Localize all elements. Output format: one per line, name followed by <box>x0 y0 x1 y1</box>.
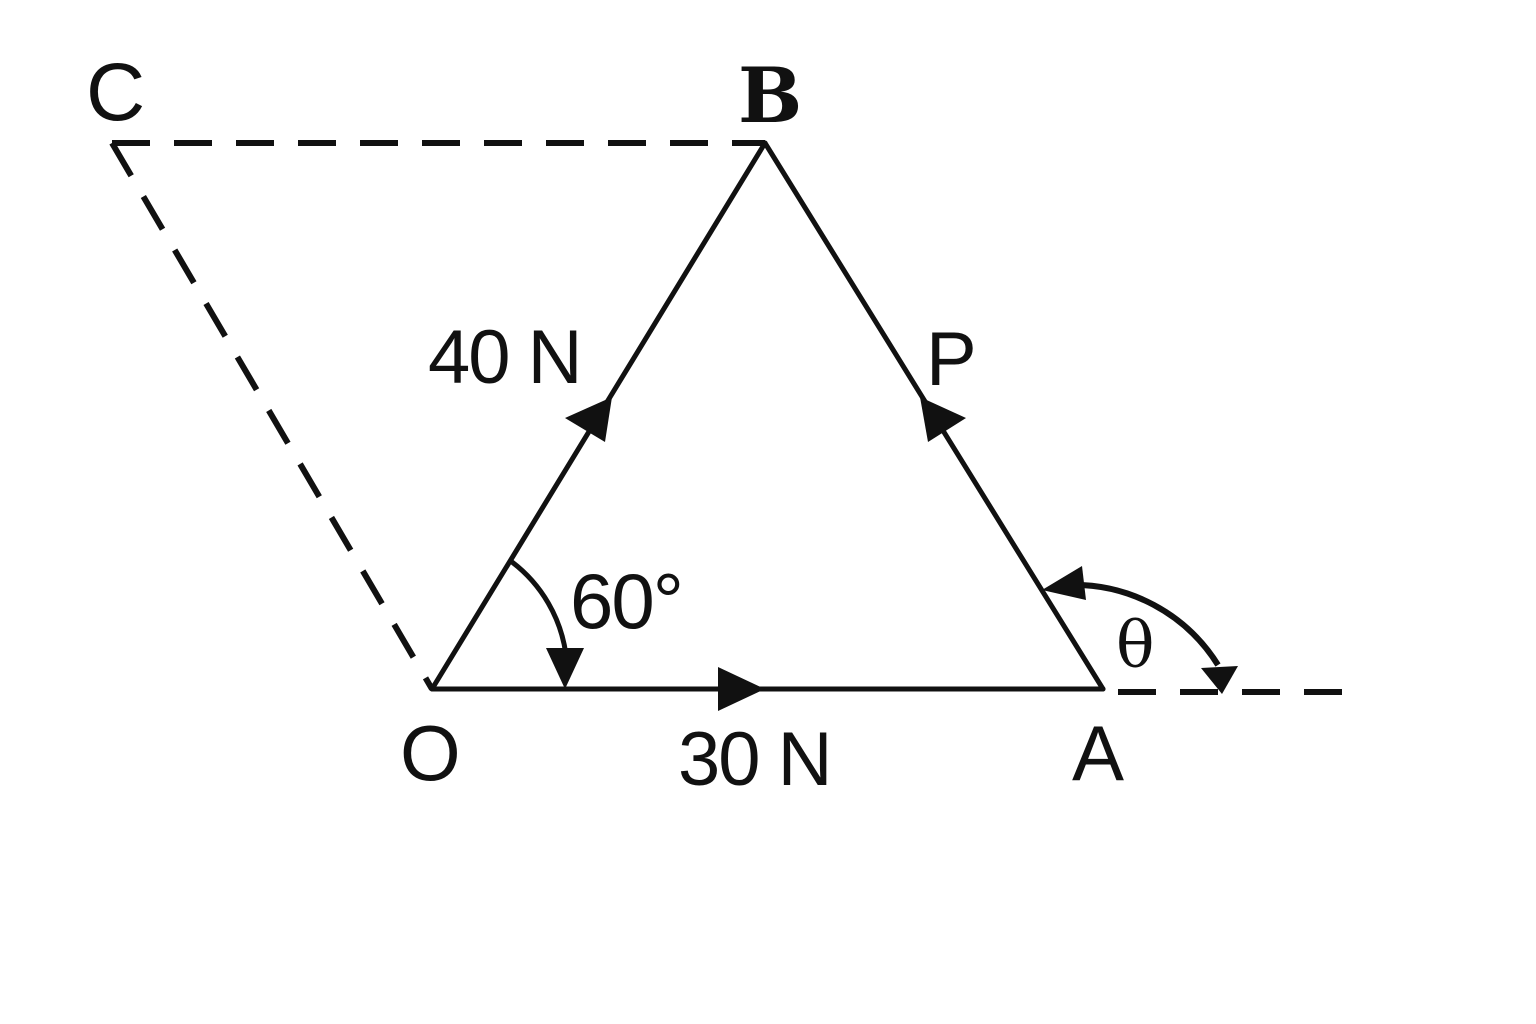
vectors <box>429 140 1106 692</box>
point-label-B: B <box>738 51 803 140</box>
point-label-A: A <box>1072 709 1125 797</box>
angle-label-theta: θ <box>1116 609 1155 683</box>
vector-label-OA: 30 N <box>678 717 833 802</box>
point-label-C: C <box>86 47 146 138</box>
point-label-O: O <box>400 709 461 797</box>
angle-theta-arrowhead-end-icon <box>1201 666 1238 694</box>
vector-label-AB: P <box>926 317 977 402</box>
arrowhead-AB-icon <box>920 397 966 442</box>
angle-label-60: 60° <box>570 557 684 645</box>
angle-theta-arrowhead-start-icon <box>1042 566 1086 600</box>
vector-label-OB: 40 N <box>428 315 583 400</box>
angle-theta-arc <box>1067 581 1221 667</box>
arrowhead-OB-icon <box>565 397 612 442</box>
angle-60-arrowhead-icon <box>546 648 584 689</box>
construction-lines <box>109 140 1365 695</box>
dashed-line-CO <box>109 141 435 691</box>
angle-60-arc <box>510 560 569 656</box>
arrowhead-OA-icon <box>718 667 765 711</box>
arrowheads <box>565 397 966 711</box>
